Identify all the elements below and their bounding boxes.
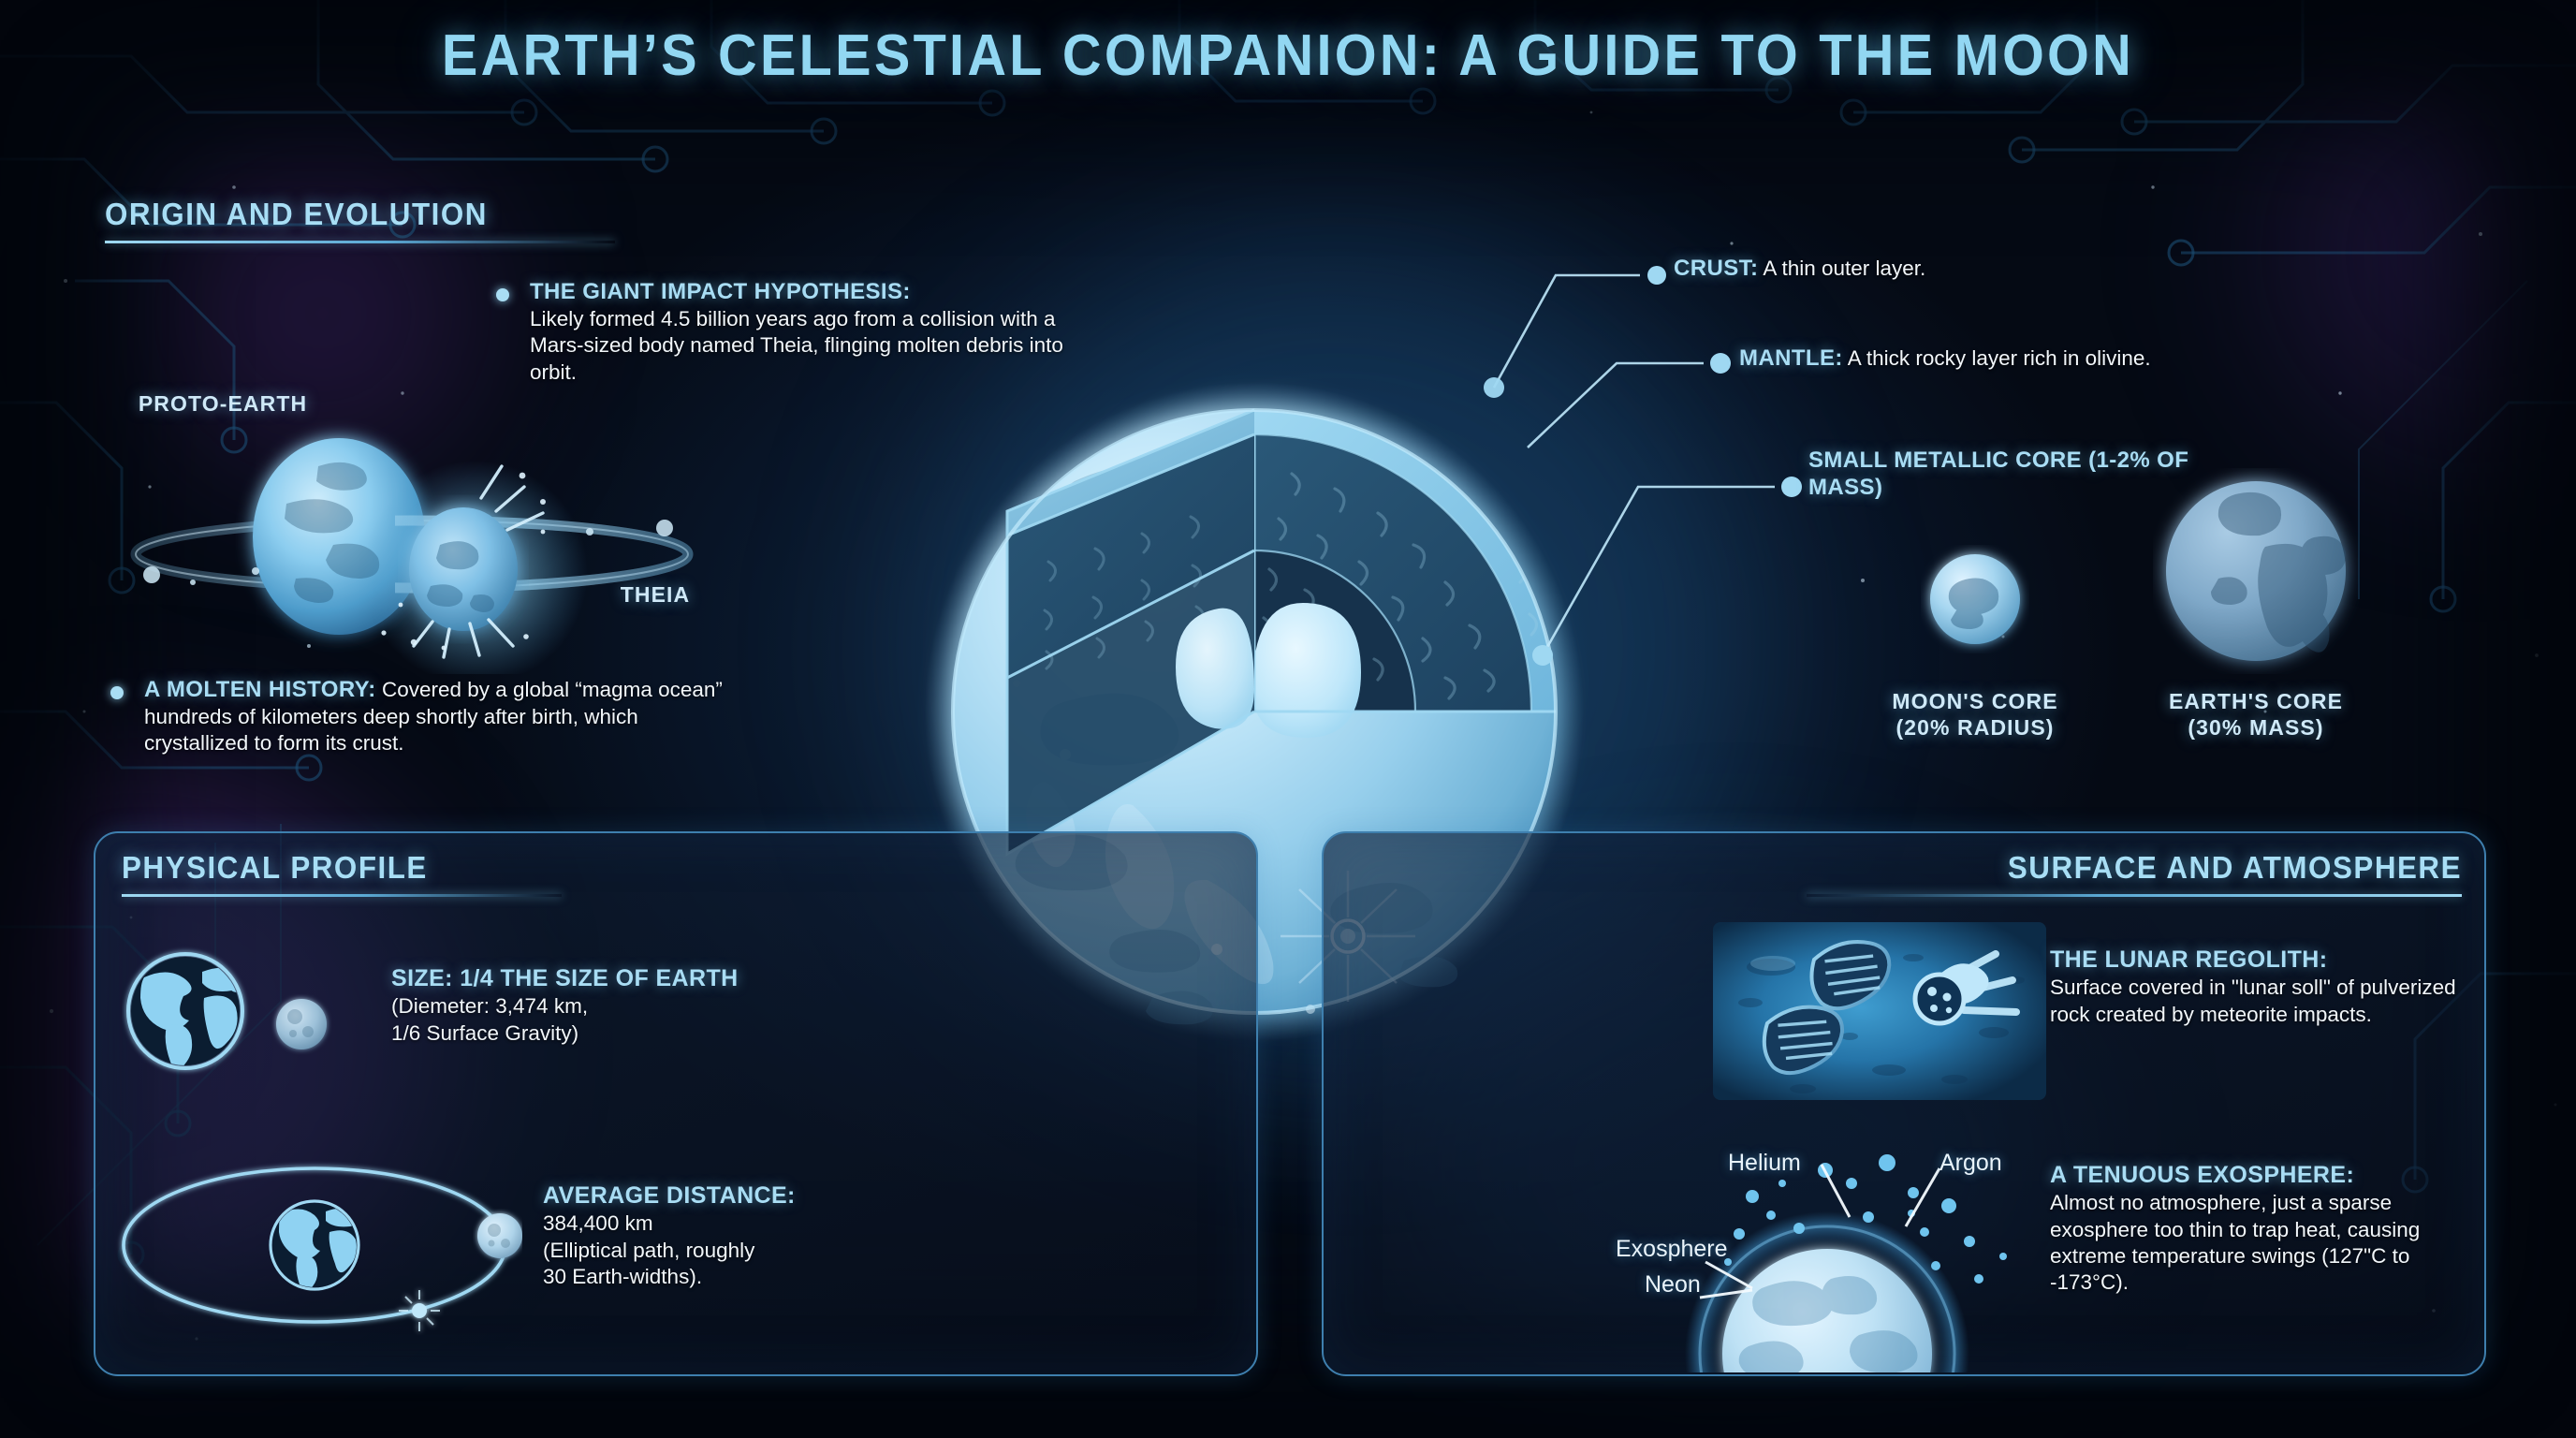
exosphere-label-exosphere: Exosphere [1616, 1236, 1728, 1262]
moon-core-label: MOON'S CORE (20% RADIUS) [1835, 688, 2115, 741]
item-size: SIZE: 1/4 THE SIZE OF EARTH (Diemeter: 3… [391, 964, 915, 1047]
bullet-giant-impact-body: Likely formed 4.5 billion years ago from… [530, 307, 1063, 384]
section-origin-header: ORIGIN AND EVOLUTION [105, 197, 648, 243]
earth-core-sphere [2153, 468, 2359, 674]
item-distance-body: 384,400 km (Elliptical path, roughly 30 … [543, 1211, 755, 1288]
callout-crust-body: A thin outer layer. [1763, 257, 1926, 280]
bullet-dot-icon [110, 686, 124, 699]
item-distance-lead: AVERAGE DISTANCE: [543, 1182, 796, 1209]
section-physical-header: PHYSICAL PROFILE [122, 850, 683, 897]
item-exosphere-body: Almost no atmosphere, just a sparse exos… [2050, 1191, 2421, 1295]
callout-mantle: MANTLE: A thick rocky layer rich in oliv… [1739, 345, 2226, 373]
section-physical-heading: PHYSICAL PROFILE [122, 850, 428, 885]
nebula-glow-purple-upper [168, 159, 477, 468]
section-surface-header: SURFACE AND ATMOSPHERE [1610, 850, 2462, 897]
item-regolith: THE LUNAR REGOLITH: Surface covered in "… [2050, 946, 2490, 1028]
orbit-diagram [110, 1140, 522, 1356]
item-distance: AVERAGE DISTANCE: 384,400 km (Elliptical… [543, 1181, 1067, 1290]
section-origin-heading: ORIGIN AND EVOLUTION [105, 197, 488, 231]
earth-core-label-line1: EARTH'S CORE [2168, 689, 2344, 713]
callout-core-lead: SMALL METALLIC CORE (1-2% OF MASS) [1808, 448, 2189, 500]
bullet-dot-icon [496, 288, 509, 301]
exosphere-label-helium: Helium [1728, 1150, 1801, 1176]
bullet-molten-history-lead: A MOLTEN HISTORY: [144, 677, 376, 702]
panel-physical-profile [94, 831, 1258, 1376]
earth-core-label: EARTH'S CORE (30% MASS) [2115, 688, 2396, 741]
theia-label: THEIA [620, 582, 691, 607]
earth-moon-size-comparison [122, 946, 402, 1077]
item-regolith-lead: THE LUNAR REGOLITH: [2050, 946, 2328, 973]
section-surface-heading: SURFACE AND ATMOSPHERE [2007, 850, 2462, 885]
item-size-lead: SIZE: 1/4 THE SIZE OF EARTH [391, 965, 739, 991]
exosphere-label-neon: Neon [1645, 1271, 1701, 1298]
item-regolith-body: Surface covered in "lunar soll" of pulve… [2050, 976, 2456, 1026]
item-exosphere: A TENUOUS EXOSPHERE: Almost no atmospher… [2050, 1161, 2471, 1296]
callout-mantle-lead: MANTLE: [1739, 345, 1843, 371]
exosphere-illustration [1591, 1123, 2041, 1372]
giant-impact-illustration [103, 412, 758, 685]
bullet-molten-history-body: Covered by a global “magma ocean” hundre… [144, 678, 723, 756]
bullet-molten-history: A MOLTEN HISTORY: Covered by a global “m… [110, 676, 747, 757]
moon-core-label-line1: MOON'S CORE [1892, 689, 2058, 713]
item-exosphere-lead: A TENUOUS EXOSPHERE: [2050, 1162, 2355, 1188]
regolith-illustration [1713, 922, 2046, 1100]
bullet-giant-impact-lead: THE GIANT IMPACT HYPOTHESIS: [530, 279, 911, 304]
moon-core-label-line2: (20% RADIUS) [1895, 715, 2055, 741]
page-title: EARTH’S CELESTIAL COMPANION: A GUIDE TO … [441, 23, 2135, 88]
section-physical-rule [122, 894, 562, 897]
proto-earth-label: PROTO-EARTH [138, 391, 308, 416]
callout-crust: CRUST: A thin outer layer. [1674, 255, 2198, 283]
callout-mantle-body: A thick rocky layer rich in olivine. [1847, 346, 2151, 370]
exosphere-label-argon: Argon [1939, 1150, 2002, 1176]
moon-core-sphere [1919, 543, 2031, 655]
section-origin-rule [105, 241, 615, 243]
section-surface-rule [1807, 894, 2462, 897]
callout-core: SMALL METALLIC CORE (1-2% OF MASS) [1808, 448, 2202, 502]
earth-core-label-line2: (30% MASS) [2188, 715, 2324, 741]
item-size-body: (Diemeter: 3,474 km, 1/6 Surface Gravity… [391, 994, 589, 1045]
callout-crust-lead: CRUST: [1674, 256, 1759, 281]
bullet-giant-impact: THE GIANT IMPACT HYPOTHESIS: Likely form… [496, 278, 1081, 386]
